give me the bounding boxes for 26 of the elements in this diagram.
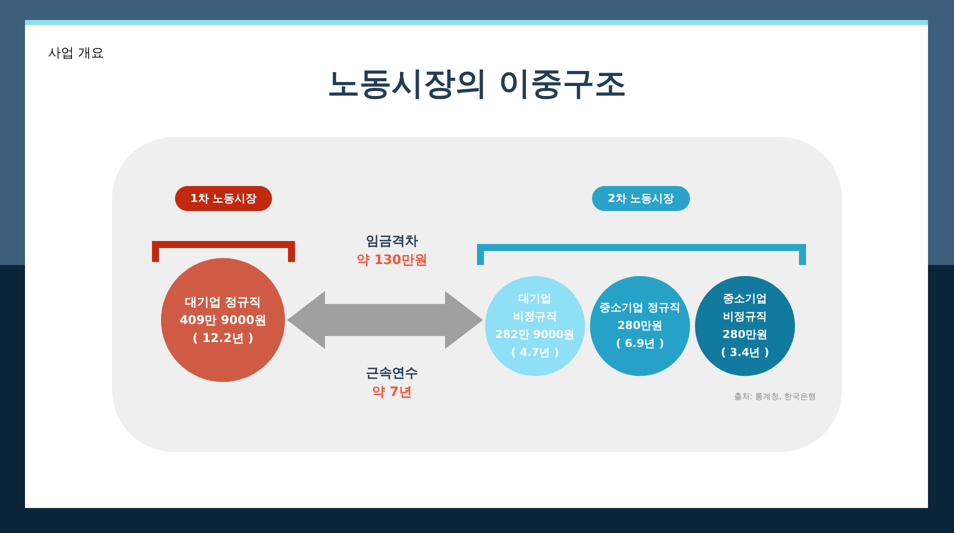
node-title: 대기업 비정규직 — [512, 291, 558, 325]
source-note: 출처: 통계청, 한국은행 — [734, 391, 816, 402]
measure-label: 근속연수 — [366, 365, 418, 382]
section-heading: 사업 개요 — [48, 45, 104, 62]
double-arrow — [287, 291, 483, 349]
node-value: 280만원 — [618, 318, 662, 334]
node-title: 1차 노동시장 — [190, 190, 257, 206]
measure-value: 약 7년 — [372, 384, 412, 401]
node-value: ( 12.2년 ) — [192, 330, 254, 347]
bracket — [477, 244, 806, 265]
node-value: ( 4.7년 ) — [510, 345, 560, 361]
bracket — [152, 241, 295, 262]
node-title: 대기업 정규직 — [184, 294, 262, 311]
node-value: 409만 9000원 — [180, 312, 266, 329]
node-value: ( 6.9년 ) — [616, 336, 664, 352]
node-title: 중소기업 비정규직 — [722, 291, 768, 325]
measure-value: 약 130만원 — [356, 252, 428, 269]
node-value: 282만 9000원 — [495, 327, 575, 343]
title: 노동시장의 이중구조 — [326, 63, 628, 104]
node-title: 중소기업 정규직 — [600, 300, 680, 316]
category-pill — [175, 186, 272, 211]
node-value: 280만원 — [722, 327, 768, 343]
node-title: 2차 노동시장 — [608, 190, 674, 206]
node-value: ( 3.4년 ) — [720, 345, 770, 361]
category-pill — [592, 186, 690, 211]
measure-label: 임금격차 — [366, 233, 418, 250]
